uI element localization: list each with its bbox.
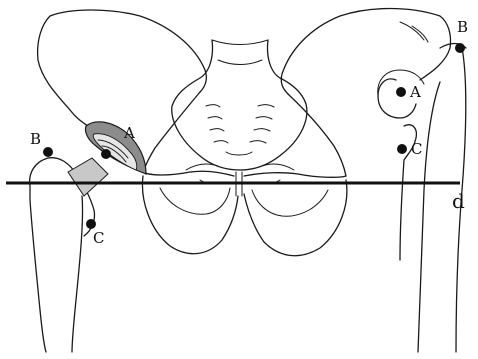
landmark-left-A	[101, 149, 111, 159]
landmark-right-B	[455, 43, 465, 53]
label-right-B: B	[457, 18, 468, 36]
sacrum	[172, 40, 307, 170]
label-right-A: A	[409, 83, 421, 101]
sacral-foramina	[206, 105, 274, 155]
label-left-B: B	[30, 130, 41, 148]
label-right-C: C	[411, 140, 422, 158]
landmark-right-C	[397, 144, 407, 154]
right-iliac-wing	[281, 9, 450, 95]
landmark-left-B	[43, 147, 53, 157]
right-obturator	[252, 190, 328, 216]
landmark-left-C	[86, 219, 96, 229]
left-iliac-wing	[38, 10, 207, 126]
ischial-details	[186, 164, 294, 183]
left-obturator	[160, 188, 230, 214]
right-iliac-crest-detail	[400, 22, 428, 42]
left-femur	[30, 158, 83, 352]
left-iliac-inner	[143, 92, 200, 172]
sacrum-top	[212, 40, 268, 65]
label-line-d: d	[452, 189, 465, 213]
label-left-C: C	[93, 229, 104, 247]
right-iliac-inner	[288, 94, 346, 176]
right-pubic-ramus	[244, 173, 347, 256]
femoral-stem-implant	[68, 158, 108, 196]
label-left-A: A	[123, 124, 135, 142]
landmark-right-A	[396, 87, 406, 97]
